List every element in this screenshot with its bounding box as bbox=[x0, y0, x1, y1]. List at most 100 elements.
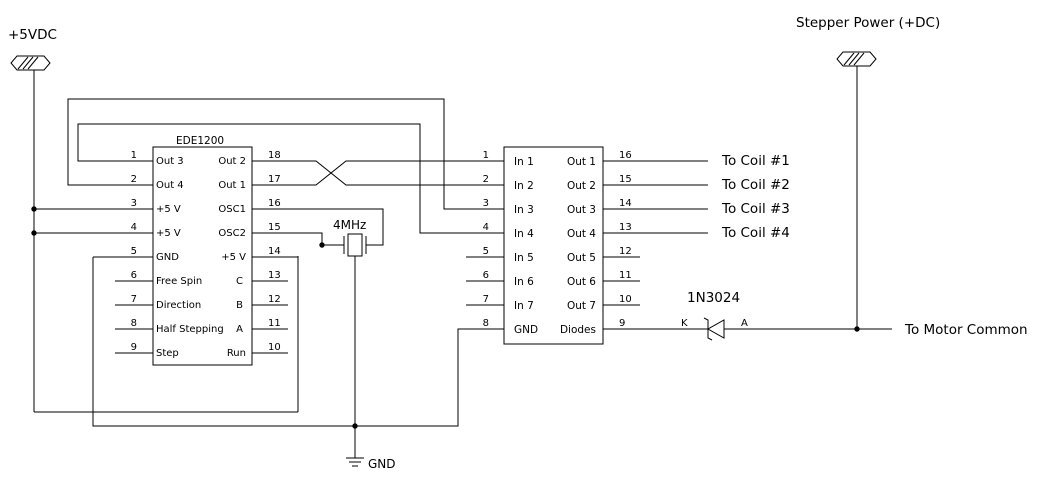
stepper-power-label: Stepper Power (+DC) bbox=[796, 15, 940, 31]
svg-text:Out 4: Out 4 bbox=[156, 180, 184, 191]
driver-pin-9: 9 Diodes bbox=[560, 318, 696, 336]
svg-text:Direction: Direction bbox=[156, 300, 201, 311]
svg-text:In 5: In 5 bbox=[514, 252, 534, 264]
svg-text:Out 7: Out 7 bbox=[567, 300, 596, 312]
svg-text:1: 1 bbox=[483, 150, 489, 161]
svg-text:+5 V: +5 V bbox=[156, 204, 181, 215]
svg-text:A: A bbox=[236, 324, 243, 335]
ede1200-pin-4: 4 +5 V bbox=[115, 222, 181, 239]
svg-text:Out 5: Out 5 bbox=[567, 252, 596, 264]
svg-text:9: 9 bbox=[131, 342, 137, 353]
ede1200-pin-8: 8 Half Stepping bbox=[115, 318, 224, 335]
driver-pin-7: 7 In 7 bbox=[466, 294, 534, 312]
svg-text:6: 6 bbox=[131, 270, 137, 281]
svg-text:Run: Run bbox=[227, 348, 246, 359]
svg-text:+5 V: +5 V bbox=[221, 252, 246, 263]
ede1200-pin-7: 7 Direction bbox=[115, 294, 201, 311]
driver-pin-11: 11 Out 6 bbox=[567, 270, 640, 288]
svg-text:Out 2: Out 2 bbox=[567, 180, 596, 192]
driver-pin-4: 4 In 4 bbox=[466, 222, 534, 240]
svg-text:4: 4 bbox=[131, 222, 137, 233]
svg-text:13: 13 bbox=[619, 222, 632, 233]
svg-text:4: 4 bbox=[483, 222, 489, 233]
svg-text:GND: GND bbox=[156, 252, 179, 263]
svg-text:Out 4: Out 4 bbox=[567, 228, 596, 240]
svg-text:C: C bbox=[236, 276, 243, 287]
svg-text:Free Spin: Free Spin bbox=[156, 276, 202, 287]
svg-text:OSC1: OSC1 bbox=[218, 204, 246, 215]
svg-text:Out 2: Out 2 bbox=[218, 156, 246, 167]
svg-text:GND: GND bbox=[514, 324, 538, 336]
svg-text:13: 13 bbox=[268, 270, 281, 281]
svg-text:8: 8 bbox=[483, 318, 489, 329]
svg-text:3: 3 bbox=[131, 198, 137, 209]
crystal-label: 4MHz bbox=[333, 218, 366, 232]
crystal-symbol bbox=[288, 208, 384, 426]
coil-2-label: To Coil #2 bbox=[721, 177, 790, 193]
svg-text:8: 8 bbox=[131, 318, 137, 329]
svg-text:Out 1: Out 1 bbox=[567, 156, 596, 168]
svg-text:In 3: In 3 bbox=[514, 204, 534, 216]
driver-pin-6: 6 In 6 bbox=[466, 270, 534, 288]
stepper-power-connector-symbol bbox=[836, 51, 877, 67]
diode-cathode-label: K bbox=[681, 318, 688, 329]
svg-text:18: 18 bbox=[268, 150, 281, 161]
driver-pin-13: 13 Out 4 bbox=[567, 222, 708, 240]
ede1200-pin-14: 14 +5 V bbox=[221, 246, 298, 263]
svg-text:Diodes: Diodes bbox=[560, 324, 596, 336]
svg-text:7: 7 bbox=[483, 294, 489, 305]
driver-pin-10: 10 Out 7 bbox=[567, 294, 640, 312]
svg-text:12: 12 bbox=[268, 294, 281, 305]
svg-text:In 2: In 2 bbox=[514, 180, 534, 192]
svg-text:3: 3 bbox=[483, 198, 489, 209]
junction-dot bbox=[31, 230, 37, 236]
driver-pin-8: 8 GND bbox=[466, 318, 538, 336]
motor-common-label: To Motor Common bbox=[904, 322, 1028, 338]
svg-text:2: 2 bbox=[131, 174, 137, 185]
ede1200-pin-6: 6 Free Spin bbox=[115, 270, 202, 287]
vcc-connector-symbol bbox=[10, 55, 51, 71]
svg-text:2: 2 bbox=[483, 174, 489, 185]
wire-out3-to-in4 bbox=[77, 123, 466, 234]
svg-text:Step: Step bbox=[156, 348, 179, 359]
ede1200-pin-12: 12 B bbox=[236, 294, 288, 311]
vcc-label: +5VDC bbox=[8, 27, 57, 43]
ede1200-pin-9: 9 Step bbox=[115, 342, 179, 359]
svg-text:Out 6: Out 6 bbox=[567, 276, 596, 288]
svg-text:14: 14 bbox=[268, 246, 281, 257]
svg-text:11: 11 bbox=[619, 270, 632, 281]
ede1200-pin-10: 10 Run bbox=[227, 342, 288, 359]
svg-text:11: 11 bbox=[268, 318, 281, 329]
svg-text:5: 5 bbox=[483, 246, 489, 257]
svg-text:In 6: In 6 bbox=[514, 276, 534, 288]
svg-text:1: 1 bbox=[131, 150, 137, 161]
driver-pin-3: 3 In 3 bbox=[466, 198, 534, 216]
svg-text:+5 V: +5 V bbox=[156, 228, 181, 239]
ede1200-pin-3: 3 +5 V bbox=[115, 198, 181, 215]
svg-text:15: 15 bbox=[619, 174, 632, 185]
ede1200-pin-5: 5 GND bbox=[93, 246, 179, 263]
svg-text:Out 1: Out 1 bbox=[218, 180, 246, 191]
svg-text:Out 3: Out 3 bbox=[156, 156, 184, 167]
svg-text:OSC2: OSC2 bbox=[218, 228, 246, 239]
zener-diode-symbol bbox=[696, 317, 857, 341]
driver-pin-12: 12 Out 5 bbox=[567, 246, 640, 264]
ede1200-pin-1: 1 Out 3 bbox=[115, 150, 184, 167]
driver-pin-14: 14 Out 3 bbox=[567, 198, 708, 216]
svg-text:In 4: In 4 bbox=[514, 228, 534, 240]
svg-text:Out 3: Out 3 bbox=[567, 204, 596, 216]
driver-pin-1: 1 In 1 bbox=[466, 150, 534, 168]
svg-text:In 7: In 7 bbox=[514, 300, 534, 312]
ground-bus-wire bbox=[92, 257, 466, 427]
ede1200-pin-17: 17 Out 1 bbox=[218, 174, 288, 191]
diode-part-label: 1N3024 bbox=[687, 290, 740, 306]
svg-text:17: 17 bbox=[268, 174, 281, 185]
coil-3-label: To Coil #3 bbox=[721, 201, 790, 217]
svg-text:6: 6 bbox=[483, 270, 489, 281]
driver-pin-2: 2 In 2 bbox=[466, 174, 534, 192]
ground-symbol bbox=[346, 426, 364, 467]
diode-anode-label: A bbox=[741, 318, 748, 329]
svg-text:5: 5 bbox=[131, 246, 137, 257]
ede1200-pin-11: 11 A bbox=[236, 318, 288, 335]
